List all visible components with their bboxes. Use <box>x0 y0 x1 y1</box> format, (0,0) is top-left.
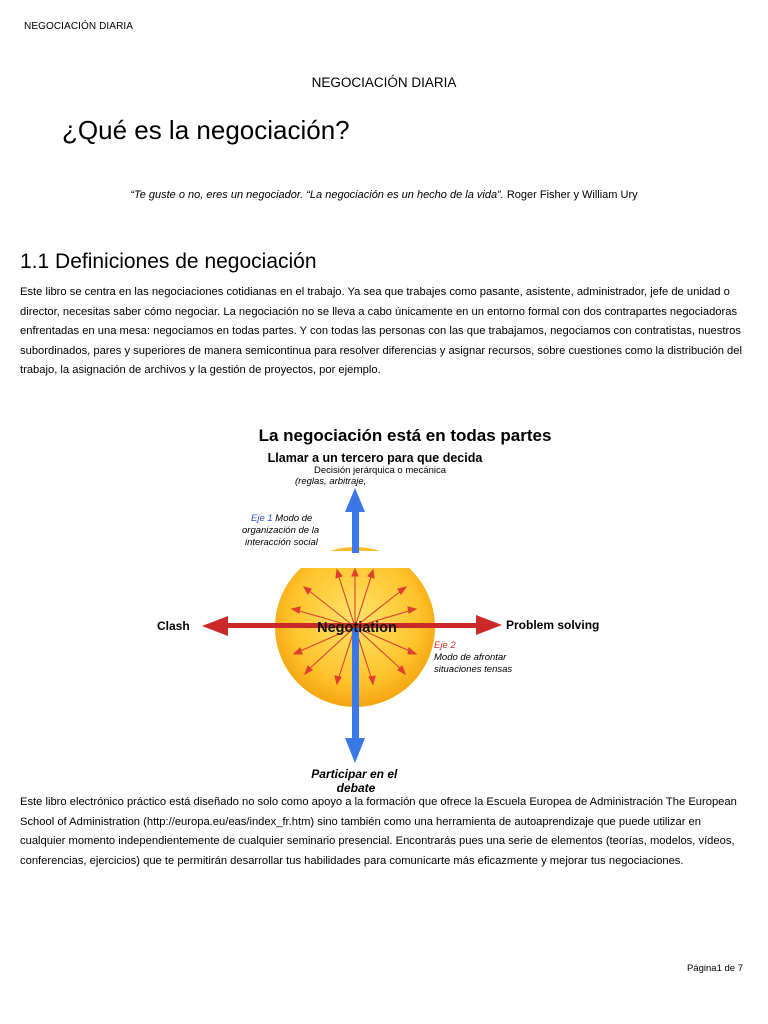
negotiation-figure: La negociación está en todas partes Llam… <box>157 426 599 795</box>
axis2-arrow-left-head <box>202 616 228 636</box>
page-label: Página <box>686 963 717 974</box>
axis1-caption: Eje 1 Modo de organización de la interac… <box>242 513 322 548</box>
section-heading: 1.1 Definiciones de negociación <box>20 250 317 273</box>
right-label: Problem solving <box>506 618 599 632</box>
bottom-label-line2: debate <box>337 781 376 795</box>
axis2-caption: Eje 2 Modo de afrontar situaciones tensa… <box>434 640 512 675</box>
quote-author: Roger Fisher y William Ury <box>503 189 638 201</box>
axis2-arrow-right-head <box>476 615 502 635</box>
bottom-label: Participar en el debate <box>311 767 400 795</box>
figure-title: La negociación está en todas partes <box>259 426 552 445</box>
top-label: Llamar a un tercero para que decida <box>268 451 484 465</box>
axis1-tag: Eje 1 <box>251 513 273 524</box>
bottom-label-line1: Participar en el <box>311 767 398 781</box>
sun-top-mask <box>270 551 440 568</box>
running-header: NEGOCIACIÓN DIARIA <box>24 21 134 32</box>
axis2-arrow-left-shaft <box>222 623 355 628</box>
axis1-arrow-up-head <box>345 488 365 512</box>
axis2-line1: Modo de afrontar <box>434 652 507 663</box>
quote: “Te guste o no, eres un negociador. “La … <box>0 189 768 201</box>
center-label: Negotiation <box>317 620 397 636</box>
paragraph-ebook: Este libro electrónico práctico está dis… <box>20 796 737 867</box>
page-footer: Página1 de 7 <box>687 963 743 974</box>
axis1-line3: interacción social <box>245 537 319 548</box>
quote-text: “Te guste o no, eres un negociador. “La … <box>130 189 504 201</box>
top-sublabel-2: (reglas, arbitraje, <box>295 476 366 487</box>
axis1-arrow-down-shaft <box>352 627 359 743</box>
document-title: NEGOCIACIÓN DIARIA <box>311 75 457 90</box>
axis2-tag: Eje 2 <box>434 640 456 651</box>
left-label: Clash <box>157 619 190 633</box>
axis1-arrow-up-shaft <box>352 508 359 553</box>
axis1-line2: organización de la <box>242 525 319 536</box>
top-sublabel-1: Decisión jerárquica o mecánica <box>314 465 447 476</box>
paragraph-definitions: Este libro se centra en las negociacione… <box>20 286 742 377</box>
axis2-arrow-right-shaft <box>355 623 480 628</box>
axis1-arrow-down-head <box>345 738 365 763</box>
page-number: 1 <box>716 963 722 974</box>
axis2-line2: situaciones tensas <box>434 664 512 675</box>
main-heading: ¿Qué es la negociación? <box>62 115 350 145</box>
axis1-line1: Modo de <box>273 513 313 524</box>
page-of: de 7 <box>721 963 743 974</box>
